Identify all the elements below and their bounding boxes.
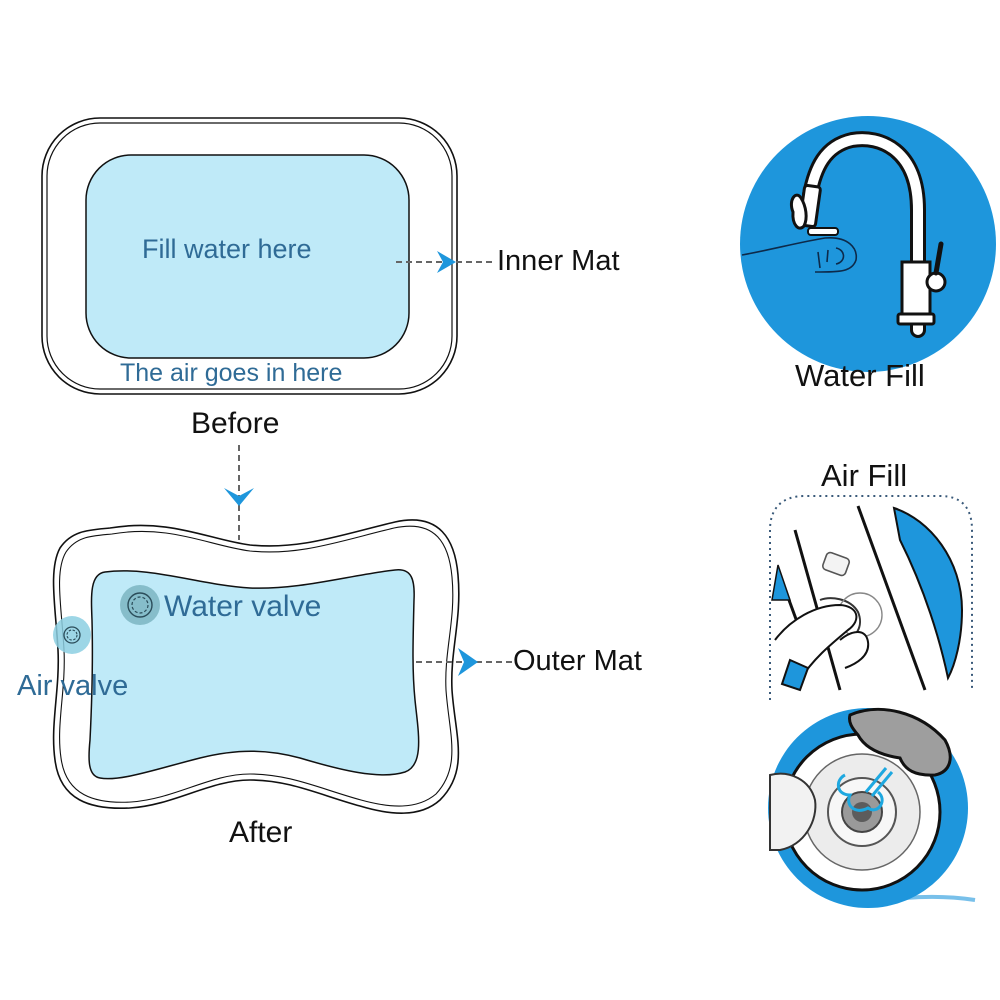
air-valve-icon xyxy=(53,616,91,654)
after-water-chamber xyxy=(88,569,420,780)
valve-plug-icon xyxy=(836,767,894,812)
arrow-head-icon xyxy=(458,648,478,676)
before-water-chamber xyxy=(85,154,410,359)
left-finger xyxy=(769,772,817,851)
water-fill-circle xyxy=(740,116,996,372)
outer-mat-callout-arrow xyxy=(416,648,512,676)
inner-mat-label: Inner Mat xyxy=(497,245,620,277)
after-outer-outline-inner xyxy=(59,525,454,807)
before-caption: Before xyxy=(191,407,280,440)
hand-icon xyxy=(741,193,857,273)
before-mat xyxy=(41,117,458,395)
after-caption: After xyxy=(229,816,293,849)
arrow-down-icon xyxy=(224,488,254,506)
fingers-icon xyxy=(774,603,870,692)
water-valve-label: Water valve xyxy=(164,590,322,623)
inner-mat-callout-arrow xyxy=(396,251,492,273)
water-fill-illustration xyxy=(740,116,996,372)
air-valve-label: Air valve xyxy=(17,670,129,702)
transition-arrow xyxy=(224,445,254,540)
air-fill-illustration xyxy=(769,495,973,700)
air-goes-in-here-label: The air goes in here xyxy=(120,359,343,387)
air-fill-label: Air Fill xyxy=(821,458,908,493)
mat-edge-blue xyxy=(892,506,964,681)
arrow-head-icon xyxy=(437,251,456,273)
after-mat xyxy=(52,519,460,814)
fill-water-here-label: Fill water here xyxy=(142,234,312,264)
before-outer-outline xyxy=(41,117,458,395)
after-outer-outline xyxy=(52,519,460,814)
outer-mat-label: Outer Mat xyxy=(513,645,642,677)
before-outer-outline-inner xyxy=(46,122,453,390)
water-fill-label: Water Fill xyxy=(795,358,925,393)
water-valve-icon xyxy=(120,585,160,625)
air-valve-closeup xyxy=(768,707,976,908)
thumb-shape xyxy=(848,707,952,777)
